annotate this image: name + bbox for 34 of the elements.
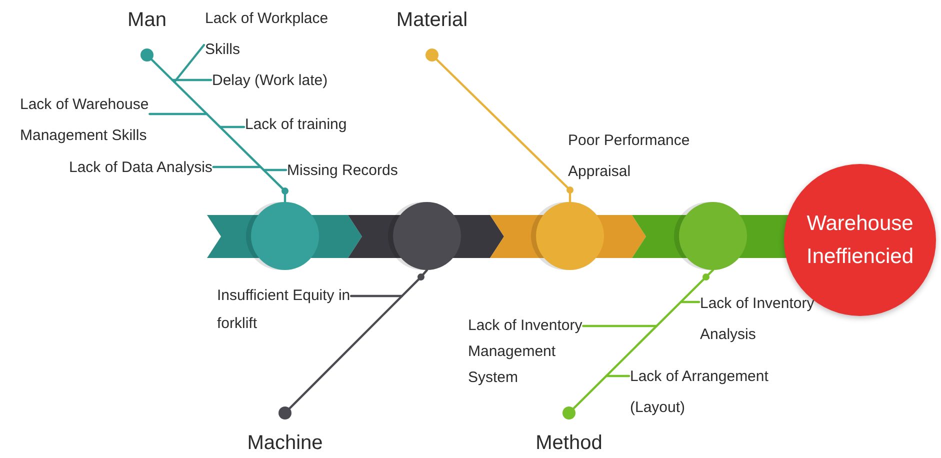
cause-text: Delay (Work late) [212,72,328,89]
cause-text: Lack of Workplace Skills [205,10,328,58]
fishbone-branch [140,48,288,204]
cause-tick [680,300,700,304]
cause-text: Lack of training [245,116,347,133]
fishbone-branch [562,268,714,420]
spine-circle [679,202,747,270]
spine-circle [536,202,604,270]
fishbone-branch [426,48,574,204]
cause-tick [219,126,246,128]
cause-tick [582,324,658,328]
cause-tick [350,294,404,298]
fishbone-branch [278,268,428,420]
cause-tick [262,168,288,172]
spine-circle [393,202,461,270]
cause-tick [605,374,630,378]
cause-tick [148,112,208,116]
cause-text: Insufficient Equity in forklift [217,287,350,332]
cause-tick [171,78,212,82]
cause-text: Lack of Data Analysis [69,159,212,176]
cause-tick [212,166,262,168]
cause-text: Missing Records [287,162,398,179]
cause-text: Lack of Arrangement (Layout) [630,368,768,416]
spine-circle [251,202,319,270]
category-label: Machine [247,431,323,455]
cause-tick [173,44,206,84]
cause-text: Lack of Warehouse Management Skills [20,96,149,144]
category-label: Material [396,8,468,32]
effect-text: Warehouse Ineffiencied [805,211,915,270]
cause-text: Poor Performance Appraisal [568,132,690,180]
category-label: Method [536,431,602,455]
category-label: Man [128,8,166,32]
cause-text: Lack of Inventory Management System [468,317,582,386]
cause-text: Lack of Inventory Analysis [700,295,814,343]
